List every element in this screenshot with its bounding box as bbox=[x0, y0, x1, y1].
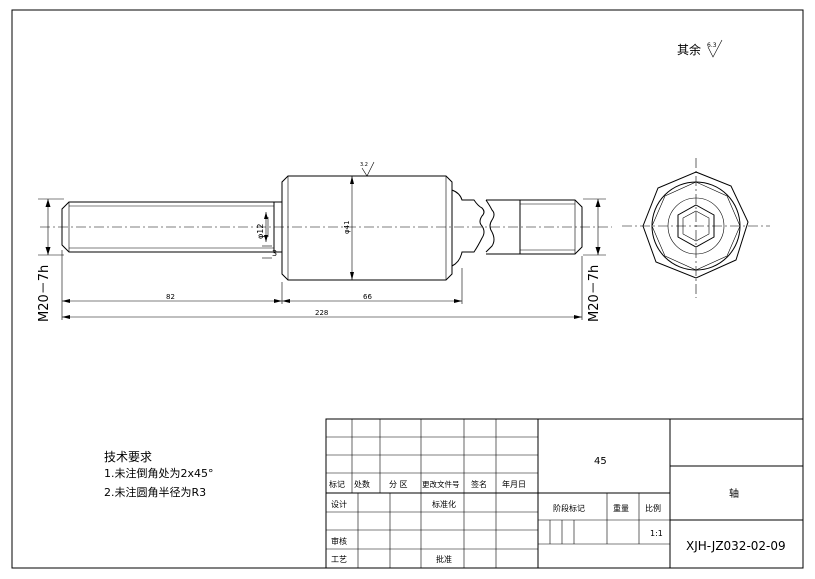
surface-note-text: 其余 bbox=[677, 42, 701, 57]
length-dimensions: 82 66 228 bbox=[61, 250, 583, 320]
row-header-count: 处数 bbox=[354, 479, 370, 489]
technical-notes: 技术要求 1.未注倒角处为2x45° 2.未注圆角半径为R3 bbox=[104, 450, 214, 499]
row-header-mark: 标记 bbox=[329, 479, 345, 489]
right-thread-section bbox=[520, 199, 583, 255]
right-thread-label: M20－7h bbox=[587, 265, 602, 322]
dia-large-label: φ41 bbox=[343, 220, 351, 234]
approve-label: 批准 bbox=[436, 554, 452, 564]
roughness-symbol-icon bbox=[707, 39, 723, 58]
title-block: 标记 处数 分 区 更改文件号 签名 年月日 设计 标准化 审核 工艺 批准 阶… bbox=[325, 418, 804, 569]
stage-mark-label: 阶段标记 bbox=[553, 503, 585, 513]
drawing-number: XJH-JZ032-02-09 bbox=[686, 539, 786, 553]
material-value: 45 bbox=[594, 456, 607, 467]
right-neck-section bbox=[451, 189, 521, 267]
end-view bbox=[622, 158, 770, 298]
surface-finish-note: 其余 6.3 bbox=[677, 39, 723, 58]
tech-notes-title: 技术要求 bbox=[104, 450, 152, 464]
row-header-change-doc: 更改文件号 bbox=[422, 479, 460, 489]
dim-82-label: 82 bbox=[166, 293, 175, 301]
design-label: 设计 bbox=[331, 499, 347, 509]
left-thread-label: M20－7h bbox=[37, 265, 52, 322]
dia-small-label: φ12 bbox=[256, 224, 265, 239]
top-roughness-mark: 3.2 bbox=[360, 161, 375, 177]
review-label: 审核 bbox=[331, 536, 347, 546]
weight-label: 重量 bbox=[613, 503, 629, 513]
middle-cylinder bbox=[274, 175, 453, 281]
part-name: 轴 bbox=[729, 487, 739, 500]
surface-note-value: 6.3 bbox=[707, 42, 717, 49]
tech-note-item: 2.未注圆角半径为R3 bbox=[104, 485, 206, 499]
dia-small-dimension: φ12 bbox=[256, 212, 268, 242]
chamfer-label: 3 bbox=[272, 249, 277, 258]
top-roughness-value: 3.2 bbox=[360, 162, 368, 168]
scale-value: 1:1 bbox=[650, 529, 663, 538]
row-header-date: 年月日 bbox=[502, 479, 526, 489]
row-header-sign: 签名 bbox=[471, 479, 487, 489]
tech-note-item: 1.未注倒角处为2x45° bbox=[104, 466, 214, 480]
dia-large-dimension: φ41 bbox=[343, 176, 354, 280]
standardization-label: 标准化 bbox=[432, 499, 456, 509]
chamfer-dimension: 3 bbox=[262, 245, 277, 259]
left-thread-dimension: M20－7h bbox=[37, 198, 64, 322]
dim-66-label: 66 bbox=[363, 293, 372, 301]
right-thread-dimension: M20－7h bbox=[583, 198, 606, 322]
process-label: 工艺 bbox=[331, 555, 347, 564]
row-header-zone: 分 区 bbox=[389, 480, 408, 489]
dim-total-label: 228 bbox=[315, 309, 328, 317]
scale-label: 比例 bbox=[645, 503, 661, 513]
